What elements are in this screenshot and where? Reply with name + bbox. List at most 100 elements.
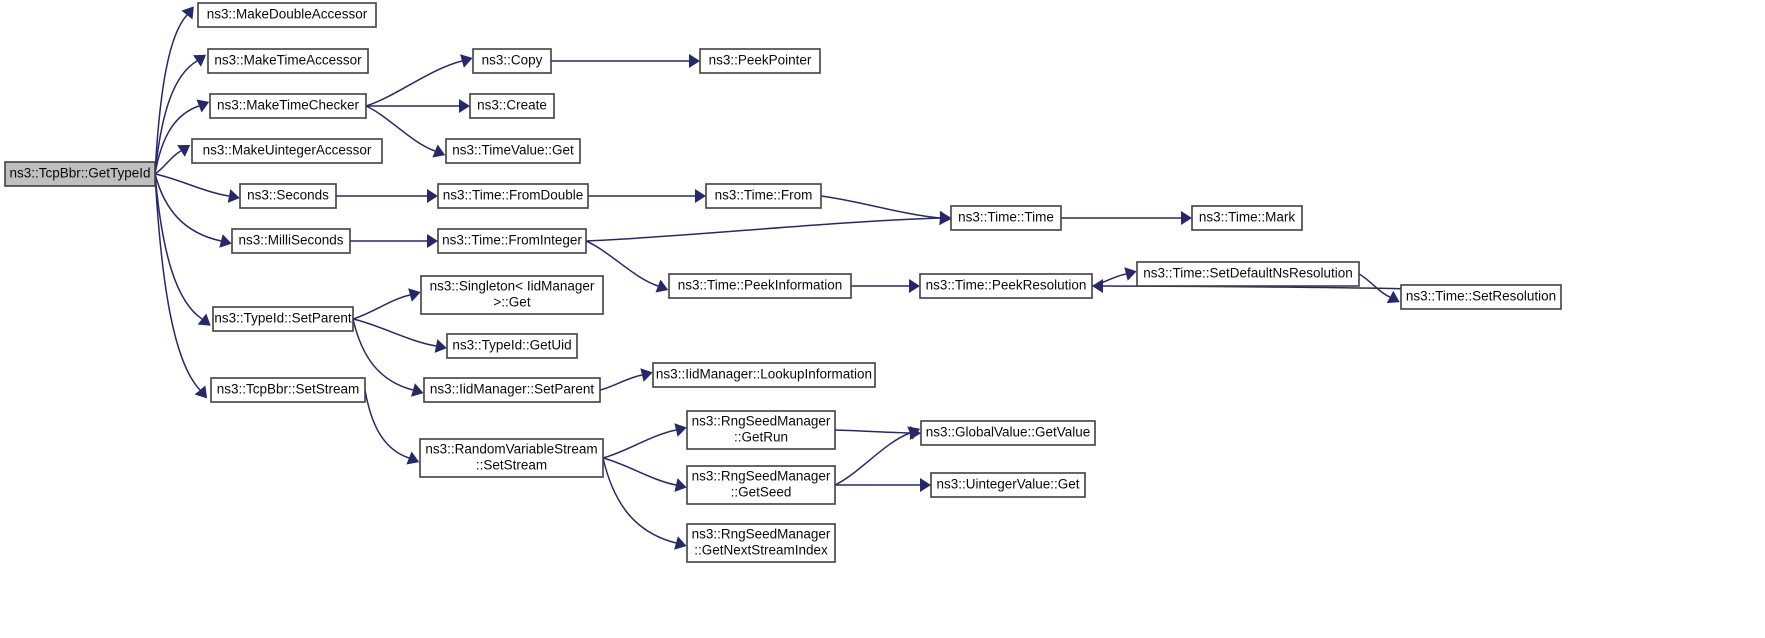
arrow-head-icon: [674, 423, 687, 437]
node-box[interactable]: [437, 228, 587, 254]
node-box[interactable]: [686, 523, 836, 563]
node-ns3-makedoubleaccessor[interactable]: ns3::MakeDoubleAccessor: [197, 2, 377, 28]
node-ns3-makeuintegeraccessor[interactable]: ns3::MakeUintegerAccessor: [191, 138, 383, 164]
edge-ns3-rngseedmanager-getseed-to-ns3-uintegervalue-get: [835, 478, 931, 492]
node-box[interactable]: [652, 362, 876, 388]
node-box[interactable]: [930, 472, 1086, 498]
node-box[interactable]: [919, 273, 1093, 299]
node-box[interactable]: [705, 183, 822, 209]
node-ns3-create[interactable]: ns3::Create: [469, 93, 555, 119]
node-ns3-rngseedmanager-getseed[interactable]: ns3::RngSeedManager::GetSeed: [686, 465, 836, 505]
node-ns3-randomvariablestream-setstream[interactable]: ns3::RandomVariableStream::SetStream: [419, 438, 604, 478]
node-ns3-maketimechecker[interactable]: ns3::MakeTimeChecker: [209, 93, 367, 119]
edge-line: [352, 318, 414, 391]
edge-ns3-time-from-to-ns3-time-time: [820, 195, 951, 225]
node-ns3-copy[interactable]: ns3::Copy: [472, 48, 552, 74]
node-ns3-time-fromdouble[interactable]: ns3::Time::FromDouble: [437, 183, 589, 209]
node-box[interactable]: [212, 306, 354, 332]
node-box[interactable]: [209, 93, 367, 119]
node-ns3-typeid-setparent[interactable]: ns3::TypeId::SetParent: [212, 306, 354, 332]
arrow-head-icon: [434, 339, 447, 353]
arrow-head-icon: [408, 288, 421, 302]
node-box[interactable]: [420, 275, 604, 315]
edge-line: [154, 173, 201, 391]
node-ns3-tcpbbr-gettypeid[interactable]: ns3::TcpBbr::GetTypeId: [4, 161, 156, 187]
node-box[interactable]: [239, 183, 337, 209]
arrow-head-icon: [432, 144, 446, 158]
node-box[interactable]: [231, 228, 351, 254]
node-box[interactable]: [920, 420, 1096, 446]
node-ns3-globalvalue-getvalue[interactable]: ns3::GlobalValue::GetValue: [920, 420, 1096, 446]
arrow-head-icon: [197, 313, 211, 326]
node-ns3-rngseedmanager-getrun[interactable]: ns3::RngSeedManager::GetRun: [686, 410, 836, 450]
node-label: ns3::MakeTimeAccessor: [214, 53, 362, 68]
node-box[interactable]: [437, 183, 589, 209]
node-ns3-time-peekinformation[interactable]: ns3::Time::PeekInformation: [668, 273, 852, 299]
node-ns3-time-peekresolution[interactable]: ns3::Time::PeekResolution: [919, 273, 1093, 299]
node-box[interactable]: [699, 48, 821, 74]
node-box[interactable]: [686, 465, 836, 505]
arrow-head-icon: [640, 368, 653, 382]
node-ns3-iidmanager-setparent[interactable]: ns3::IidManager::SetParent: [423, 377, 601, 403]
node-label: ns3::Seconds: [247, 188, 329, 203]
node-ns3-rngseedmanager-getnextstreamindex[interactable]: ns3::RngSeedManager::GetNextStreamIndex: [686, 523, 836, 563]
arrow-head-icon: [907, 426, 921, 440]
arrow-head-icon: [674, 478, 687, 492]
node-label: ns3::Time::PeekResolution: [926, 278, 1087, 293]
edge-line: [154, 150, 182, 175]
node-box[interactable]: [950, 205, 1062, 231]
edge-ns3-randomvariablestream-setstream-to-ns3-rngseedmanager-getnextstreamindex: [602, 457, 687, 550]
node-box[interactable]: [668, 273, 852, 299]
node-box[interactable]: [1136, 261, 1360, 287]
node-box[interactable]: [445, 138, 581, 164]
node-box[interactable]: [419, 438, 604, 478]
node-label: ns3::TcpBbr::SetStream: [217, 382, 360, 397]
node-box[interactable]: [210, 377, 366, 403]
arrow-head-icon: [939, 211, 951, 225]
node-label: ns3::MilliSeconds: [238, 233, 343, 248]
node-ns3-time-from[interactable]: ns3::Time::From: [705, 183, 822, 209]
edge-ns3-tcpbbr-gettypeid-to-ns3-milliseconds: [154, 173, 232, 248]
node-ns3-peekpointer[interactable]: ns3::PeekPointer: [699, 48, 821, 74]
edge-line: [154, 173, 203, 320]
node-ns3-iidmanager-lookupinformation[interactable]: ns3::IidManager::LookupInformation: [652, 362, 876, 388]
node-box[interactable]: [197, 2, 377, 28]
node-box[interactable]: [423, 377, 601, 403]
node-label: ns3::MakeTimeChecker: [217, 98, 360, 113]
node-ns3-seconds[interactable]: ns3::Seconds: [239, 183, 337, 209]
arrow-head-icon: [406, 451, 420, 465]
node-box[interactable]: [1400, 284, 1562, 310]
node-ns3-time-time[interactable]: ns3::Time::Time: [950, 205, 1062, 231]
node-box[interactable]: [686, 410, 836, 450]
node-box[interactable]: [469, 93, 555, 119]
node-box[interactable]: [446, 333, 578, 359]
node-ns3-milliseconds[interactable]: ns3::MilliSeconds: [231, 228, 351, 254]
node-ns3-typeid-getuid[interactable]: ns3::TypeId::GetUid: [446, 333, 578, 359]
node-label: ns3::Time::SetDefaultNsResolution: [1143, 266, 1353, 281]
node-ns3-uintegervalue-get[interactable]: ns3::UintegerValue::Get: [930, 472, 1086, 498]
edge-ns3-tcpbbr-gettypeid-to-ns3-tcpbbr-setstream: [154, 173, 208, 399]
node-box[interactable]: [191, 138, 383, 164]
arrow-head-icon: [1124, 267, 1137, 281]
edge-ns3-time-time-to-ns3-time-mark: [1061, 211, 1192, 225]
node-ns3-time-mark[interactable]: ns3::Time::Mark: [1191, 205, 1303, 231]
arrow-head-icon: [219, 234, 232, 248]
node-ns3-maketimeaccessor[interactable]: ns3::MakeTimeAccessor: [207, 48, 369, 74]
node-ns3-time-setresolution[interactable]: ns3::Time::SetResolution: [1400, 284, 1562, 310]
node-box[interactable]: [1191, 205, 1303, 231]
edge-ns3-time-frominteger-to-ns3-time-peekinformation: [585, 240, 669, 293]
node-ns3-tcpbbr-setstream[interactable]: ns3::TcpBbr::SetStream: [210, 377, 366, 403]
node-box[interactable]: [472, 48, 552, 74]
node-ns3-singleton-iidmanager-get[interactable]: ns3::Singleton< IidManager>::Get: [420, 275, 604, 315]
arrow-head-icon: [177, 144, 191, 157]
node-label: ns3::MakeUintegerAccessor: [203, 143, 372, 158]
node-ns3-time-frominteger[interactable]: ns3::Time::FromInteger: [437, 228, 587, 254]
edge-ns3-seconds-to-ns3-time-fromdouble: [336, 189, 438, 203]
node-ns3-time-setdefaultnsresolution[interactable]: ns3::Time::SetDefaultNsResolution: [1136, 261, 1360, 287]
node-box[interactable]: [207, 48, 369, 74]
edge-line: [602, 429, 677, 459]
node-ns3-timevalue-get[interactable]: ns3::TimeValue::Get: [445, 138, 581, 164]
node-box[interactable]: [4, 161, 156, 187]
edge-line: [820, 195, 941, 219]
edge-line: [154, 173, 222, 242]
